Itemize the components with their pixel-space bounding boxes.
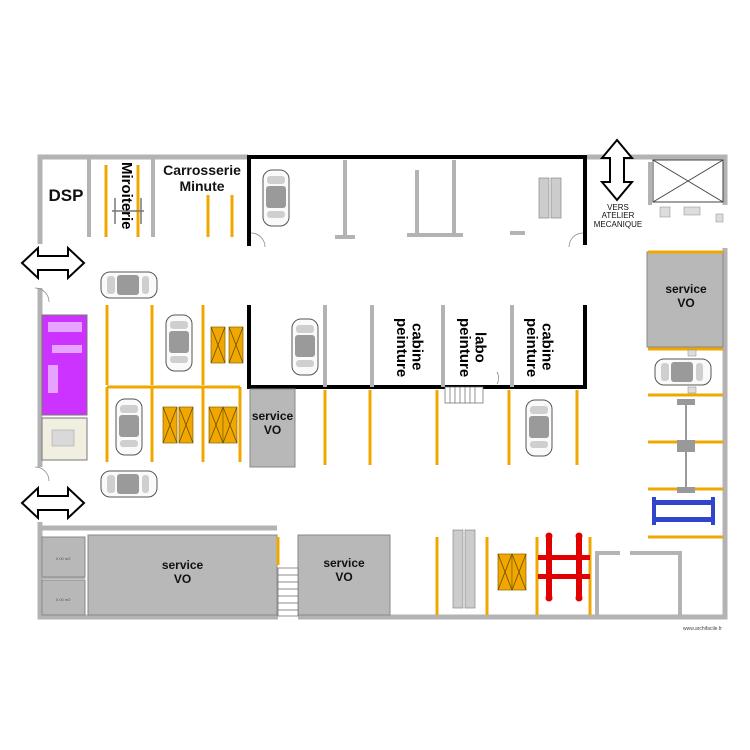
elevator-shaft <box>652 159 724 203</box>
small-room-label-a: 0.00 m2 <box>56 556 71 561</box>
red-lift <box>538 532 590 602</box>
service-vo-middle: service VO <box>251 409 294 437</box>
car-1 <box>262 169 290 227</box>
service-vo-areas <box>41 251 724 616</box>
car-4 <box>291 318 319 376</box>
service-vo-bottom-middle: service VO <box>323 556 365 584</box>
car-2 <box>100 271 158 299</box>
cabine-peinture-right-label: cabine peinture <box>522 318 556 378</box>
grey-lift-right-1 <box>676 398 696 447</box>
black-walls <box>247 155 587 389</box>
lift-5 <box>208 406 224 444</box>
labo-peinture-label: labo peinture <box>455 318 489 378</box>
credit-text: www.archifacile.fr <box>683 626 722 632</box>
service-vo-right: service VO <box>665 282 707 310</box>
lift-4 <box>178 406 194 444</box>
blue-lift <box>652 497 715 525</box>
car-3 <box>165 314 193 372</box>
grey-lift-bottom <box>452 529 476 609</box>
dsp-room <box>41 314 88 461</box>
car-6 <box>100 470 158 498</box>
lift-6 <box>222 406 238 444</box>
car-7 <box>525 399 553 457</box>
car-5 <box>115 398 143 456</box>
dsp-label: DSP <box>48 186 84 205</box>
parking-lines <box>104 165 723 615</box>
car-8 <box>654 358 712 386</box>
grey-lift-top <box>538 177 562 219</box>
small-room-label-b: 0.00 m2 <box>56 597 71 602</box>
lift-1 <box>210 326 226 364</box>
stairs <box>277 386 484 617</box>
service-vo-bottom-left: service VO <box>161 558 204 586</box>
doors <box>34 232 584 482</box>
double-arrow-icon-left-bottom <box>20 485 86 521</box>
lift-7 <box>497 553 513 591</box>
lift-3 <box>162 406 178 444</box>
misc-objects <box>659 206 724 394</box>
cabine-peinture-left-label: cabine peinture <box>392 318 426 378</box>
double-arrow-icon-left-top <box>20 245 86 281</box>
grey-lift-miroiterie <box>112 198 144 224</box>
lift-8 <box>511 553 527 591</box>
lift-2 <box>228 326 244 364</box>
vers-atelier-label: VERS ATELIER MECANIQUE <box>593 203 643 229</box>
miroiterie-label: Miroiterie <box>117 162 135 230</box>
double-arrow-icon-vertical <box>599 138 635 202</box>
outer-walls <box>37 154 728 620</box>
inner-walls <box>40 157 682 617</box>
carrosserie-minute-label: Carrosserie Minute <box>163 162 241 195</box>
grey-lift-right-2 <box>676 445 696 494</box>
